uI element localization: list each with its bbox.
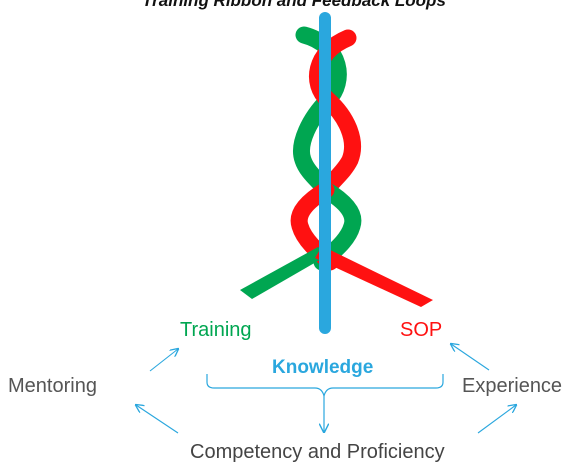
experience-to-sop-arrow	[451, 344, 490, 371]
competency-to-mentoring-arrow	[136, 405, 179, 434]
competency-to-experience-arrow	[477, 405, 516, 434]
experience-label: Experience	[462, 375, 563, 397]
competency-label: Competency and Proficiency	[190, 441, 445, 463]
ribbon-twists	[240, 26, 433, 307]
sop-label: SOP	[400, 319, 443, 341]
mentoring-label: Mentoring	[8, 375, 97, 397]
knowledge-label: Knowledge	[272, 357, 374, 378]
mentoring-to-training-arrow	[149, 349, 178, 372]
diagram-title: Training Ribbon and Feedback Loops	[142, 0, 446, 10]
training-ribbon-upper	[293, 26, 347, 199]
sop-ribbon-tail	[315, 246, 433, 307]
knowledge-center-bar	[319, 12, 331, 334]
training-ribbon-tail	[240, 247, 330, 299]
training-label: Training	[180, 319, 252, 341]
